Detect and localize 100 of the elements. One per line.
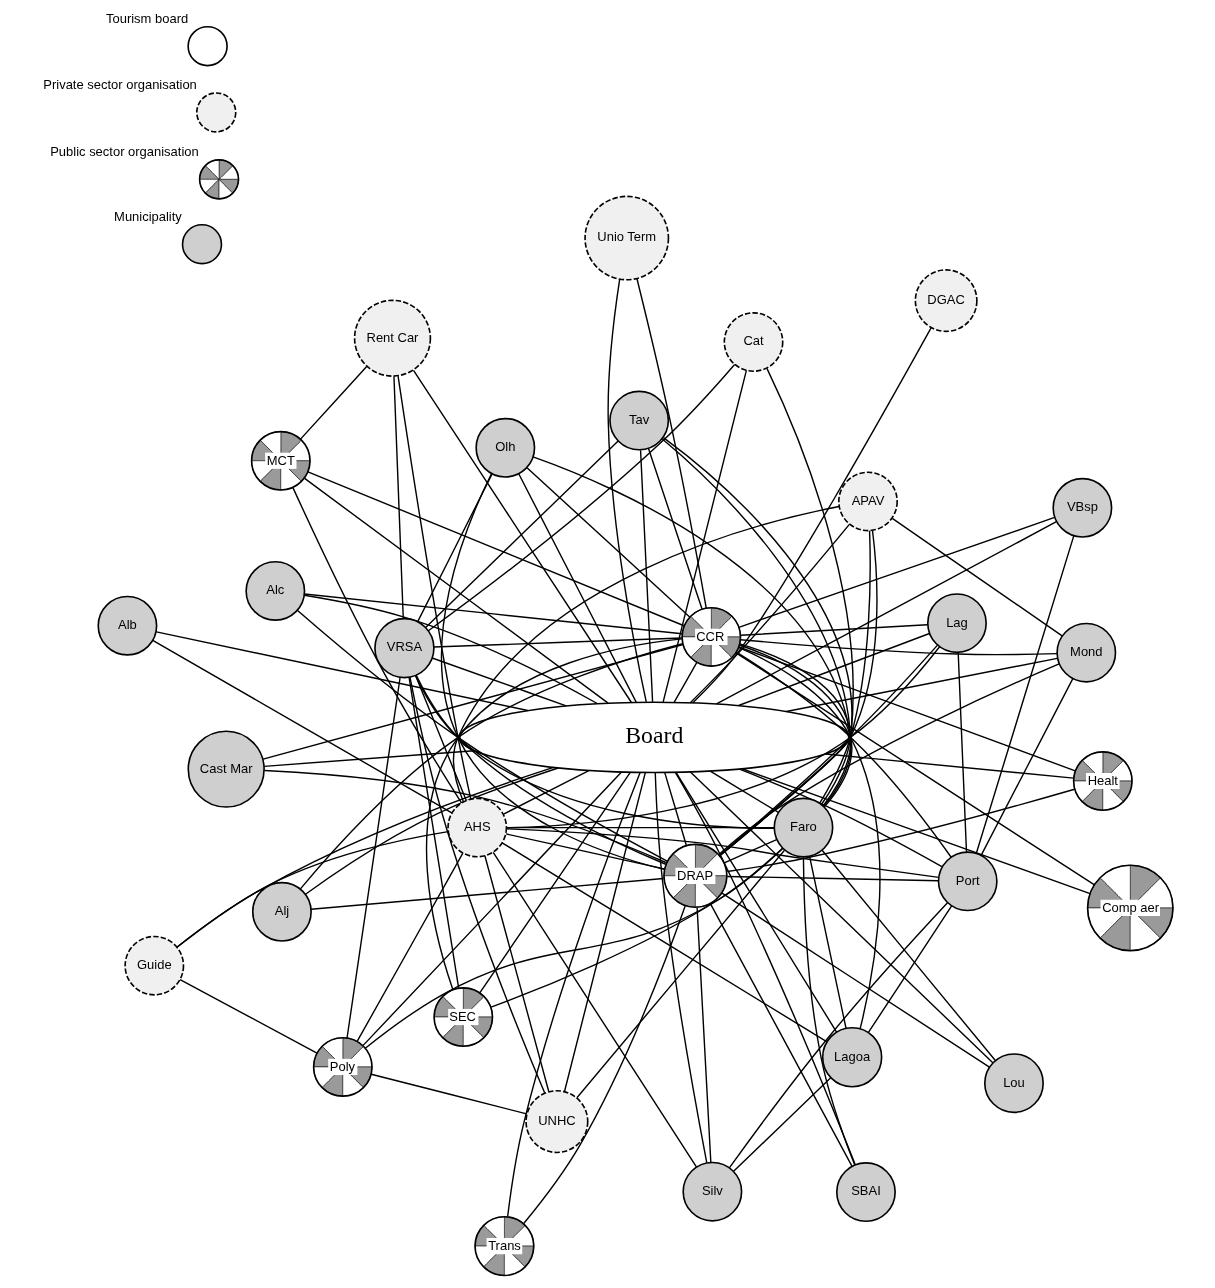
connector [155, 631, 528, 712]
legend-label: Public sector organisation [49, 144, 199, 160]
connector [957, 652, 967, 853]
connector [738, 768, 943, 868]
node-circle: VBsp [1051, 477, 1112, 538]
connector [979, 678, 1073, 857]
node-circle: Mond [1055, 622, 1116, 683]
connector [303, 477, 609, 704]
legend-label: Municipality [113, 209, 182, 225]
connector [802, 856, 855, 1166]
connector [718, 529, 878, 857]
connector [414, 674, 666, 865]
connector [820, 849, 996, 1062]
connector [414, 674, 467, 802]
node-circle: Olh [474, 417, 535, 478]
connector [291, 486, 462, 804]
connector [647, 447, 703, 610]
node-circle: APAV [837, 471, 898, 532]
connector [430, 657, 567, 707]
connector [452, 505, 840, 803]
connector [396, 375, 471, 800]
connector [654, 771, 707, 1164]
node-circle: Alb [96, 595, 157, 656]
connector [723, 838, 777, 864]
connector [975, 535, 1074, 854]
node-circle: Lou [983, 1053, 1044, 1114]
connector [522, 905, 686, 1225]
connector [635, 277, 707, 609]
node-circle: Rent Car [353, 299, 431, 377]
connector [824, 753, 1074, 779]
node-ellipse: Board [458, 701, 850, 774]
connector [489, 847, 783, 1008]
connector [785, 657, 1058, 713]
connector [726, 788, 1075, 873]
legend-label: Private sector organisation [42, 77, 197, 93]
node-circle: Alc [244, 560, 305, 621]
connector [689, 771, 993, 1064]
connector [737, 646, 881, 1030]
connector [263, 769, 667, 864]
connector [735, 651, 952, 858]
connector [531, 456, 852, 808]
connector [891, 517, 1063, 637]
connector [416, 473, 493, 623]
connector [765, 367, 854, 805]
connector [695, 906, 712, 1163]
connector [739, 624, 928, 636]
connector [432, 637, 683, 648]
connector [728, 902, 948, 1169]
node-circle: Tav [608, 390, 669, 451]
node-circle: AHS [446, 797, 507, 858]
connector [639, 449, 653, 703]
node-circle: Cast Mar [187, 730, 265, 808]
connector [412, 369, 632, 703]
connector [818, 530, 871, 804]
connector [606, 278, 647, 703]
legend-label: Tourism board [105, 11, 188, 27]
connector [303, 593, 683, 635]
connector [739, 639, 1058, 656]
connector [261, 643, 684, 760]
connector [478, 771, 631, 994]
connector [718, 644, 938, 856]
connector [725, 875, 939, 882]
node-circle: Faro [772, 797, 833, 858]
node-circle: Port [937, 851, 998, 912]
connector [304, 767, 559, 895]
connector [425, 638, 683, 991]
connector [176, 766, 554, 948]
connector [151, 639, 452, 814]
connector [563, 771, 646, 1092]
connector [502, 769, 590, 815]
connector [427, 363, 735, 632]
connector [673, 661, 698, 703]
connector [306, 471, 685, 627]
connector [720, 892, 990, 1068]
connector [296, 609, 668, 862]
node-circle: Silv [681, 1161, 742, 1222]
connector [709, 903, 853, 1168]
connector [424, 440, 619, 629]
connector [440, 472, 665, 871]
connector [506, 772, 641, 1218]
node-circle: SBAI [835, 1162, 896, 1223]
connector [661, 369, 747, 703]
connector [299, 643, 683, 890]
node-circle: Lagoa [821, 1026, 882, 1088]
connector [717, 663, 1060, 856]
connector [505, 646, 940, 829]
node-circle: DGAC [914, 269, 978, 333]
connector [715, 521, 1057, 705]
node-circle: UNHC [524, 1089, 589, 1154]
connector [663, 771, 687, 846]
connector [407, 676, 459, 989]
connector [517, 473, 637, 703]
connector [740, 768, 1091, 895]
node-circle: Guide [123, 935, 184, 996]
connector [263, 750, 475, 768]
node-circle: VRSA [373, 617, 435, 679]
connector [309, 877, 664, 910]
node-circle: Lag [926, 593, 987, 654]
node-circle: Alj [251, 881, 312, 942]
connector [345, 676, 401, 1039]
